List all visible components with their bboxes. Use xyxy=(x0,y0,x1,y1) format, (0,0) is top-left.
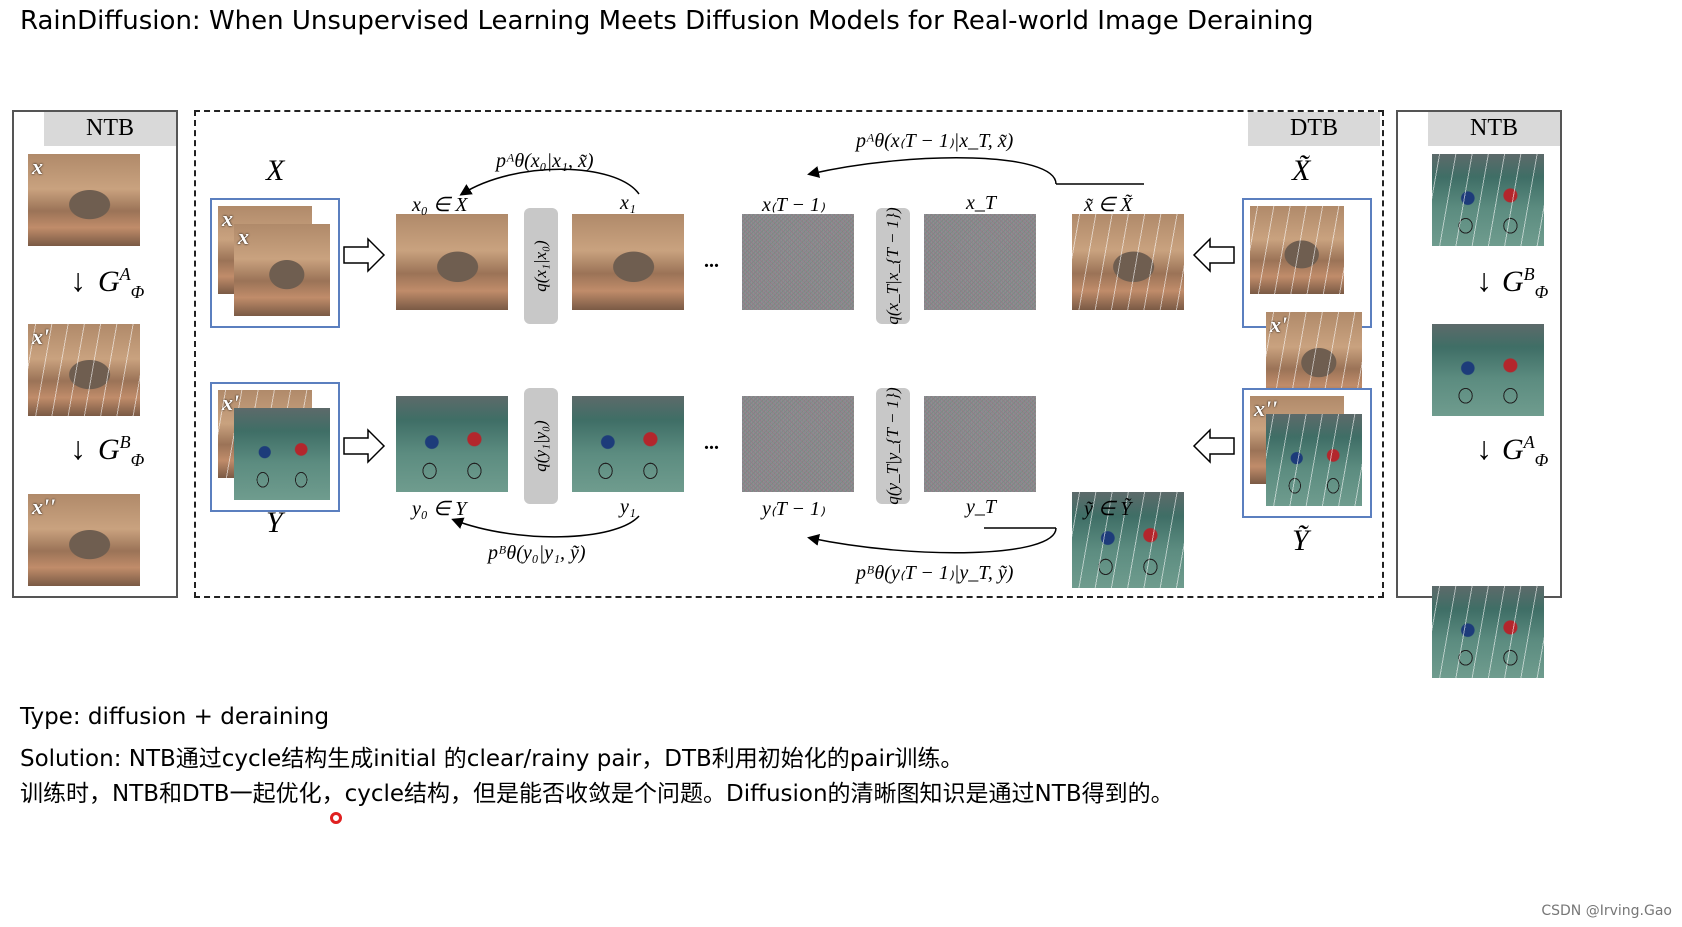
forward-step-q2: q(y_T|y_{T − 1}) xyxy=(876,387,910,505)
cyclist-image-reconstructed xyxy=(1432,586,1544,678)
hollow-arrow-left-top xyxy=(1192,237,1235,273)
generator-label: GBΦ xyxy=(98,432,145,470)
ntb-right-header: NTB xyxy=(1428,112,1560,146)
input-frame-y: x' xyxy=(210,382,340,512)
domain-label-X-tilde: X̃ xyxy=(1292,154,1311,187)
generator-label: GAΦ xyxy=(1502,432,1549,470)
input-frame-y-tilde: x'' xyxy=(1242,388,1372,518)
ntb-left-header: NTB xyxy=(44,112,176,146)
elephant-image-front: x xyxy=(234,224,330,316)
cyclist-image-front xyxy=(234,408,330,500)
dtb-panel: DTB X Y X̃ Ỹ x x x' x' x'' xyxy=(194,110,1384,598)
cyclist-image-rainy xyxy=(1432,154,1544,246)
label-xT-1: x₍T − 1₎ xyxy=(762,194,825,216)
page-title: RainDiffusion: When Unsupervised Learnin… xyxy=(20,6,1314,36)
arrow-down-icon: ↓ xyxy=(1476,430,1492,466)
arrow-down-icon: ↓ xyxy=(1476,262,1492,298)
generator-label: GBΦ xyxy=(1502,264,1549,302)
image-xT xyxy=(924,214,1036,310)
hollow-arrow-right-top xyxy=(343,237,386,273)
image-x-tilde xyxy=(1072,214,1184,310)
image-x0 xyxy=(396,214,508,310)
elephant-image-x: x xyxy=(28,154,140,246)
label-yT: y_T xyxy=(966,496,996,518)
diffusion-arrows xyxy=(343,157,1235,554)
label-xT: x_T xyxy=(966,192,996,214)
arrow-down-icon: ↓ xyxy=(70,262,86,298)
note-remark: 训练时，NTB和DTB一起优化，cycle结构，但是能否收敛是个问题。Diffu… xyxy=(20,781,1174,807)
ellipsis: ... xyxy=(704,250,719,272)
domain-label-Y: Y xyxy=(266,506,283,539)
forward-step-q1: q(y₁|y₀) xyxy=(524,388,558,504)
image-y0 xyxy=(396,396,508,492)
image-y1 xyxy=(572,396,684,492)
note-solution: Solution: NTB通过cycle结构生成initial 的clear/r… xyxy=(20,746,964,772)
cursor-icon xyxy=(330,812,342,824)
watermark: CSDN @Irving.Gao xyxy=(1541,903,1672,919)
label-y0: y₀ ∈ Y xyxy=(412,498,467,520)
image-tag: x xyxy=(32,154,43,179)
label-yT-1: y₍T − 1₎ xyxy=(762,498,825,520)
reverse-arrow-top-2 xyxy=(807,157,1057,185)
label-y-tilde: ỹ ∈ Ỹ xyxy=(1084,498,1132,520)
image-yT-1 xyxy=(742,396,854,492)
reverse-arrow-top-1 xyxy=(459,168,640,196)
image-yT xyxy=(924,396,1036,492)
dtb-header: DTB xyxy=(1248,112,1380,146)
label-x-tilde: x̃ ∈ X̃ xyxy=(1084,194,1133,216)
arrow-down-icon: ↓ xyxy=(70,430,86,466)
note-type: Type: diffusion + deraining xyxy=(20,704,330,730)
label-x0: x₀ ∈ X xyxy=(412,194,468,216)
ntb-left-panel: NTB x ↓ GAΦ x' ↓ GBΦ x'' xyxy=(12,110,178,598)
label-p2-top: pᴬθ(x₍T − 1₎|x_T, x̃) xyxy=(856,130,1014,152)
domain-label-Y-tilde: Ỹ xyxy=(1292,524,1309,557)
domain-label-X: X xyxy=(266,154,285,187)
forward-step-q2: q(x_T|x_{T − 1}) xyxy=(876,207,910,325)
elephant-image-rainy: x' xyxy=(28,324,140,416)
ntb-right-panel: NTB ↓ GBΦ ↓ GAΦ xyxy=(1396,110,1562,678)
cyclist-image-clean xyxy=(1432,324,1544,416)
hollow-arrow-right-bottom xyxy=(343,428,386,464)
image-tag: x' xyxy=(32,324,50,349)
image-tag: x'' xyxy=(32,494,56,519)
elephant-image-back xyxy=(1250,206,1344,294)
input-frame-x-tilde: x' xyxy=(1242,198,1372,404)
ellipsis: ... xyxy=(704,432,719,454)
image-y-tilde xyxy=(1072,492,1184,588)
label-p1-top: pᴬθ(x₀|x₁, x̃) xyxy=(496,150,594,172)
reverse-arrow-bottom-2 xyxy=(807,527,1057,554)
label-p2-bottom: pᴮθ(y₍T − 1₎|y_T, ỹ) xyxy=(856,562,1014,584)
cyclist-image-front xyxy=(1266,414,1362,506)
label-y1: y₁ xyxy=(620,496,636,518)
image-x1 xyxy=(572,214,684,310)
elephant-image-reconstructed: x'' xyxy=(28,494,140,586)
label-p1-bottom: pᴮθ(y₀|y₁, ỹ) xyxy=(488,542,586,564)
generator-label: GAΦ xyxy=(98,264,145,302)
image-xT-1 xyxy=(742,214,854,310)
label-x1: x₁ xyxy=(620,192,636,214)
reverse-arrow-bottom-1 xyxy=(451,515,640,538)
hollow-arrow-left-bottom xyxy=(1192,428,1235,464)
forward-step-q1: q(x₁|x₀) xyxy=(524,208,558,324)
input-frame-x: x x xyxy=(210,198,340,328)
